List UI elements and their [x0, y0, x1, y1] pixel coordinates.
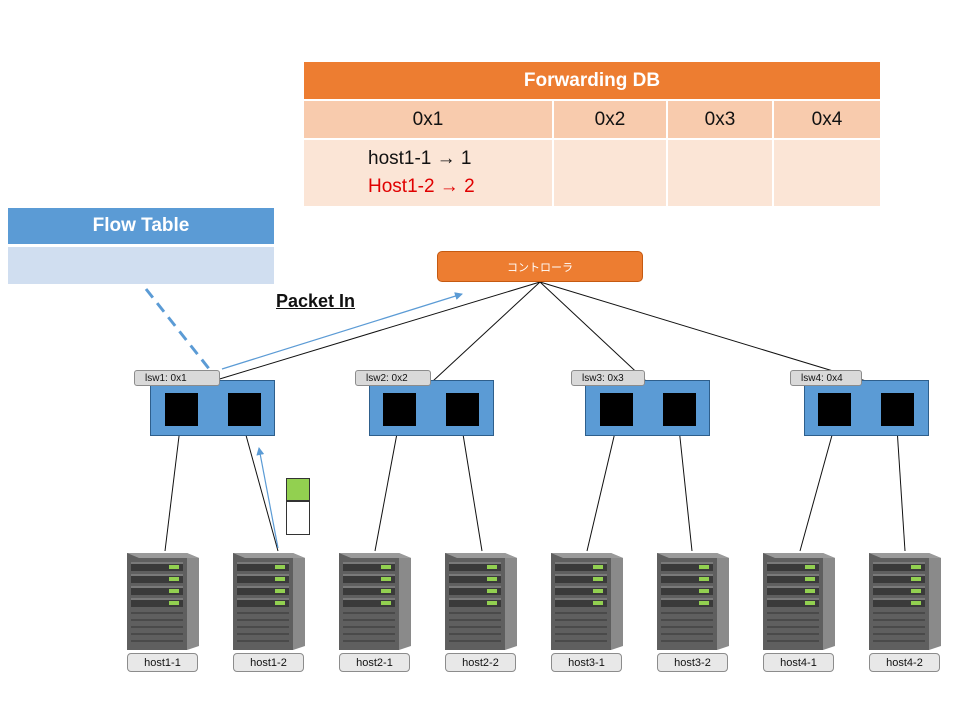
host-label-host2-1: host2-1 [339, 653, 410, 672]
host-label-host2-2: host2-2 [445, 653, 516, 672]
switch-port [600, 393, 633, 426]
fdb-entry-host1-1: host1-1 → 1 [368, 148, 472, 169]
link-lsw4-host4-1 [799, 427, 835, 552]
packet-in-arrow [221, 292, 463, 370]
link-controller-lsw2 [432, 281, 541, 382]
fdb-cell-0x3 [668, 140, 772, 206]
packet-arrow-host-to-switch [256, 447, 279, 549]
flow-table-body [8, 247, 274, 284]
server-icon [763, 553, 835, 650]
switch-port [881, 393, 914, 426]
controller-node: コントローラ [437, 251, 643, 282]
switch-lsw4 [804, 380, 929, 436]
forwarding-db-title: Forwarding DB [304, 62, 880, 99]
fdb-column-0x3: 0x3 [668, 101, 772, 138]
switch-label-lsw1: lsw1: 0x1 [134, 370, 220, 386]
host-label-host1-1: host1-1 [127, 653, 198, 672]
fdb-cell-0x4 [774, 140, 880, 206]
switch-lsw1 [150, 380, 275, 436]
host-label-host3-1: host3-1 [551, 653, 622, 672]
link-lsw1-host1-1 [164, 427, 181, 552]
link-controller-lsw4 [539, 281, 867, 382]
link-controller-lsw3 [539, 281, 647, 382]
host-label-host3-2: host3-2 [657, 653, 728, 672]
link-lsw2-host2-1 [374, 427, 399, 552]
server-icon [127, 553, 199, 650]
switch-port [818, 393, 851, 426]
host-label-host4-1: host4-1 [763, 653, 834, 672]
fdb-cell-0x2 [554, 140, 666, 206]
fdb-cell-0x1: host1-1 → 1 Host1-2 → 2 [304, 140, 552, 206]
servers-group [127, 553, 941, 650]
link-lsw3-host3-1 [586, 427, 617, 552]
fdb-column-0x2: 0x2 [554, 101, 666, 138]
flow-table-pointer [144, 288, 212, 371]
packet-in-label: Packet In [276, 291, 356, 311]
host-label-host4-2: host4-2 [869, 653, 940, 672]
link-lsw4-host4-2 [896, 427, 906, 552]
link-lsw3-host3-2 [678, 427, 693, 552]
packet-header-block [286, 478, 310, 501]
switch-port [383, 393, 416, 426]
server-icon [339, 553, 411, 650]
server-icon [551, 553, 623, 650]
flow-table-title: Flow Table [8, 208, 274, 244]
link-lsw2-host2-2 [461, 427, 483, 552]
switch-lsw3 [585, 380, 710, 436]
server-icon [233, 553, 305, 650]
switch-lsw2 [369, 380, 494, 436]
switch-label-lsw2: lsw2: 0x2 [355, 370, 431, 386]
server-icon [445, 553, 517, 650]
link-controller-lsw1 [212, 281, 541, 382]
switch-port [228, 393, 261, 426]
link-lsw1-host1-2 [243, 427, 279, 552]
switch-label-lsw3: lsw3: 0x3 [571, 370, 645, 386]
switch-label-lsw4: lsw4: 0x4 [790, 370, 862, 386]
host-label-host1-2: host1-2 [233, 653, 304, 672]
fdb-column-0x1: 0x1 [304, 101, 552, 138]
fdb-entry-host1-2: Host1-2 → 2 [368, 176, 475, 197]
packet-body-block [286, 501, 310, 535]
server-icon [657, 553, 729, 650]
switch-port [663, 393, 696, 426]
fdb-column-0x4: 0x4 [774, 101, 880, 138]
switch-port [165, 393, 198, 426]
server-icon [869, 553, 941, 650]
switch-port [446, 393, 479, 426]
